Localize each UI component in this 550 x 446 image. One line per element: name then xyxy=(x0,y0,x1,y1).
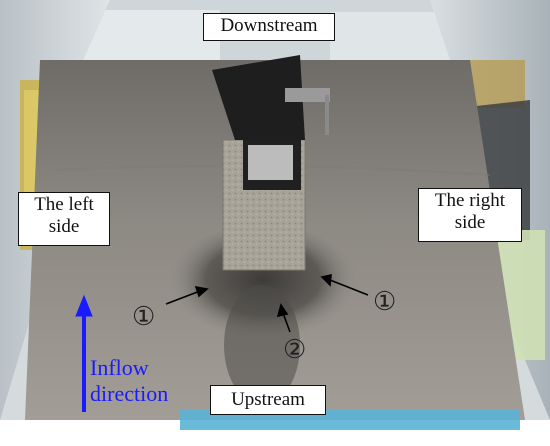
water-edge xyxy=(180,410,520,430)
arrow-front-marker xyxy=(276,303,291,333)
label-upstream: Upstream xyxy=(210,385,326,415)
arrow-left-marker xyxy=(165,285,209,305)
inflow-line2: direction xyxy=(90,381,169,406)
inflow-direction-label: Inflow direction xyxy=(90,355,168,407)
clamp-mount xyxy=(212,55,305,140)
scour-marker-left: ① xyxy=(132,302,156,332)
scour-marker-right: ① xyxy=(373,287,397,317)
inflow-line1: Inflow xyxy=(90,355,149,380)
label-right-side: The right side xyxy=(418,188,522,242)
scour-hole xyxy=(168,225,358,345)
scour-marker-front: ② xyxy=(283,335,307,365)
inflow-arrow xyxy=(75,294,93,412)
left-side-text: The left side xyxy=(34,194,94,237)
label-downstream: Downstream xyxy=(203,13,335,41)
arrow-right-marker xyxy=(320,273,369,296)
right-side-text: The right side xyxy=(434,190,506,233)
label-left-side: The left side xyxy=(18,192,110,246)
clamp-screw xyxy=(285,88,330,102)
